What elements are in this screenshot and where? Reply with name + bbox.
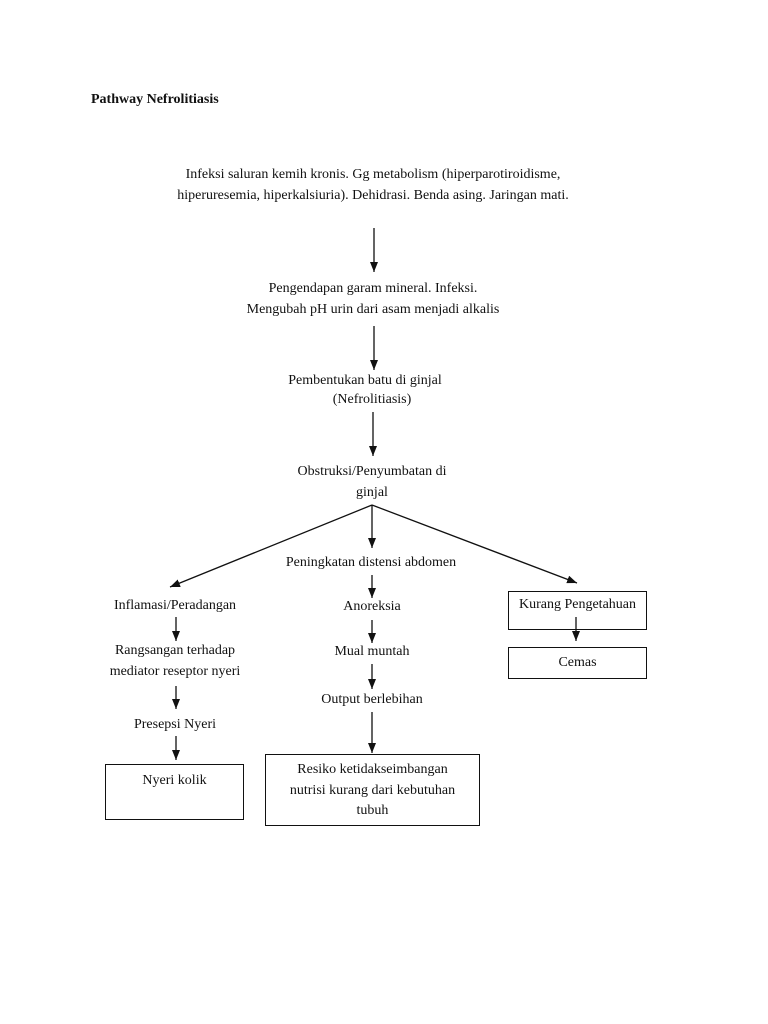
output-node: Output berlebihan xyxy=(321,692,423,707)
colic-pain-box xyxy=(105,764,244,820)
colic-pain-label: Nyeri kolik xyxy=(142,773,207,788)
causes-line-1: Infeksi saluran kemih kronis. Gg metabol… xyxy=(185,167,561,182)
diagram-title: Pathway Nefrolitiasis xyxy=(91,92,219,107)
mineral-line-2: Mengubah pH urin dari asam menjadi alkal… xyxy=(246,302,500,317)
distension-node: Peningkatan distensi abdomen xyxy=(285,555,457,570)
nutrition-risk-line-1: Resiko ketidakseimbangan xyxy=(297,762,448,777)
arrow-obstruction-to-knowledge xyxy=(371,504,578,584)
nutrition-risk-line-2: nutrisi kurang dari kebutuhan xyxy=(289,783,456,798)
nutrition-risk-box xyxy=(265,754,480,826)
pain-stimulus-line-2: mediator reseptor nyeri xyxy=(109,664,241,679)
anxiety-label: Cemas xyxy=(558,655,597,670)
pain-stimulus-line-1: Rangsangan terhadap xyxy=(114,643,236,658)
inflammation-node: Inflamasi/Peradangan xyxy=(113,598,237,613)
nausea-node: Mual muntah xyxy=(334,644,410,659)
stone-formation-line-2: (Nefrolitiasis) xyxy=(332,392,412,407)
stone-formation-line-1: Pembentukan batu di ginjal xyxy=(288,373,442,388)
causes-line-2: hiperuresemia, hiperkalsiuria). Dehidras… xyxy=(177,188,569,203)
knowledge-deficit-label: Kurang Pengetahuan xyxy=(518,597,637,612)
anorexia-node: Anoreksia xyxy=(343,599,401,614)
arrow-obstruction-to-inflammation xyxy=(169,504,373,588)
knowledge-deficit-box xyxy=(508,591,647,630)
obstruction-line-2: ginjal xyxy=(356,485,388,500)
pain-perception-node: Presepsi Nyeri xyxy=(133,717,217,732)
nutrition-risk-line-3: tubuh xyxy=(356,803,389,818)
anxiety-box xyxy=(508,647,647,679)
obstruction-line-1: Obstruksi/Penyumbatan di xyxy=(297,464,447,479)
mineral-line-1: Pengendapan garam mineral. Infeksi. xyxy=(268,281,478,296)
